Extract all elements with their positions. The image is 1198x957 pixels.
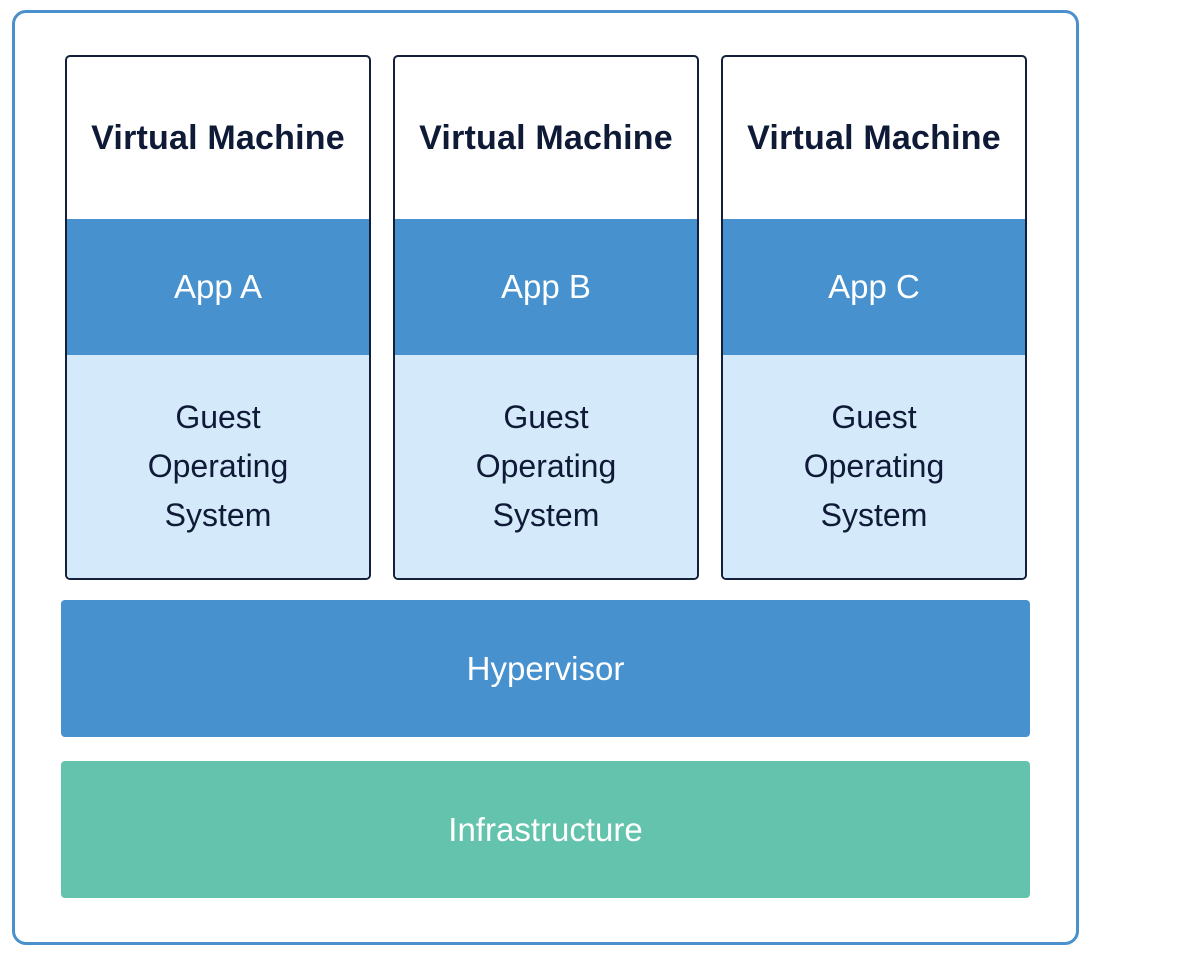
vm-title: Virtual Machine (419, 118, 673, 157)
vm-title: Virtual Machine (747, 118, 1001, 157)
infrastructure-layer: Infrastructure (61, 761, 1030, 898)
app-a-block: App A (67, 219, 369, 355)
virtual-machine-b: Virtual Machine App B Guest Operating Sy… (393, 55, 699, 580)
vm-title: Virtual Machine (91, 118, 345, 157)
app-c-block: App C (723, 219, 1025, 355)
app-b-block: App B (395, 219, 697, 355)
virtual-machine-c: Virtual Machine App C Guest Operating Sy… (721, 55, 1027, 580)
guest-os-block: Guest Operating System (395, 355, 697, 578)
virtual-machine-a: Virtual Machine App A Guest Operating Sy… (65, 55, 371, 580)
guest-os-block: Guest Operating System (67, 355, 369, 578)
guest-os-block: Guest Operating System (723, 355, 1025, 578)
hypervisor-layer: Hypervisor (61, 600, 1030, 737)
